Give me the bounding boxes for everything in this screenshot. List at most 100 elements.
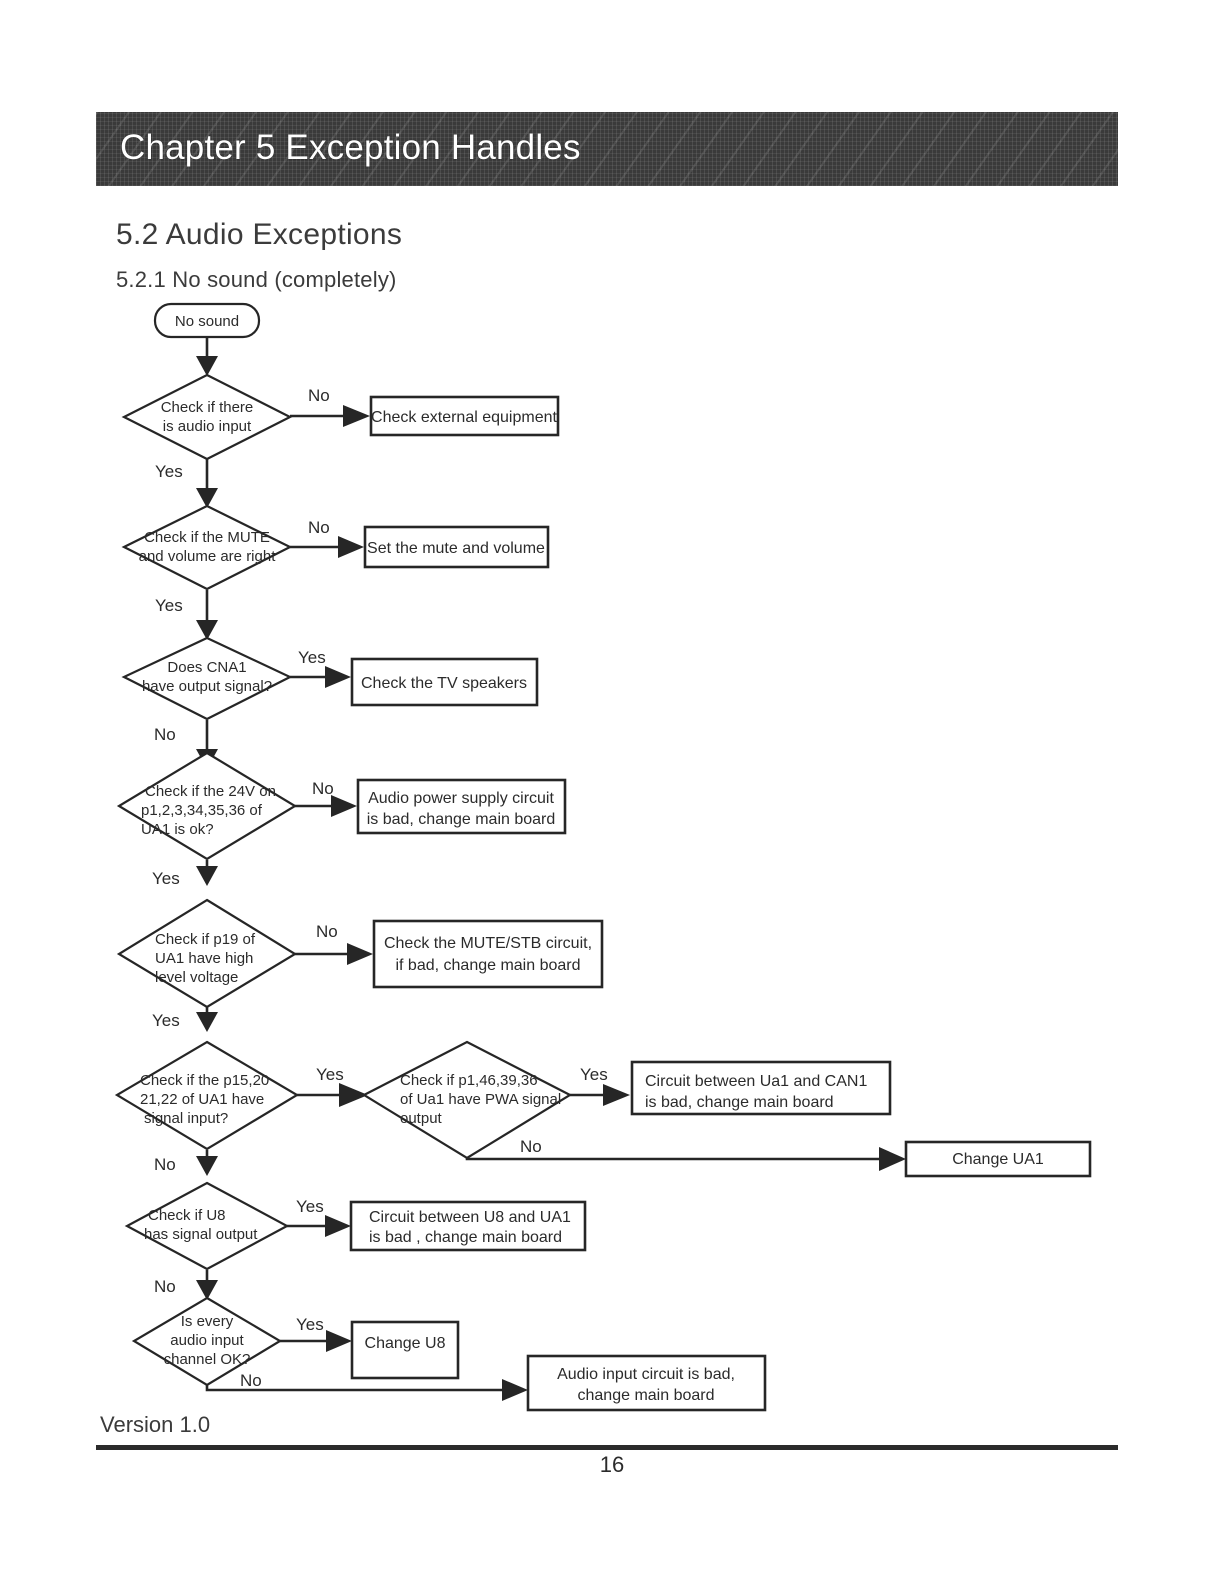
flow-start-node[interactable]: No sound (153, 302, 261, 339)
arrowhead-d8-yes (325, 1215, 351, 1237)
outcome-shape-b1 (369, 395, 560, 437)
outcome-label-b2: Set the mute and volume (367, 540, 545, 557)
outcome-label-b4-line2: is bad, change main board (367, 811, 556, 828)
decision-label-d7-line2: of Ua1 have PWA signal (400, 1091, 561, 1108)
outcome-shape-b5 (372, 919, 604, 989)
decision-label-d9-line1: Is every (181, 1313, 234, 1330)
edge-label-d6-no: No (154, 1155, 176, 1174)
outcome-shape-b9 (350, 1320, 460, 1380)
arrowhead-d4-no (331, 795, 357, 817)
decision-label-d6-line1: Check if the p15,20 (140, 1072, 269, 1089)
outcome-label-b3: Check the TV speakers (361, 675, 527, 692)
outcome-box-check-mute-stb-circuit[interactable]: Check the MUTE/STB circuit, if bad, chan… (372, 919, 604, 989)
arrowhead-d9-yes (326, 1330, 352, 1352)
arrowhead-d2-yes (196, 620, 218, 640)
decision-node-check-pwa-signal-output[interactable]: Check if p1,46,39,36 of Ua1 have PWA sig… (361, 1040, 573, 1160)
decision-node-cna1-output-signal[interactable]: Does CNA1 have output signal? (121, 636, 293, 721)
decision-node-check-p15-signal-input[interactable]: Check if the p15,20 21,22 of UA1 have si… (114, 1040, 300, 1151)
start-node-label: No sound (175, 313, 239, 330)
decision-label-d4-line3: UA1 is ok? (141, 821, 214, 838)
decision-shape-d1 (121, 373, 293, 461)
start-node-shape (153, 302, 261, 339)
arrowhead-d1-no (343, 405, 370, 427)
arrowhead-d1-yes (196, 488, 218, 508)
decision-label-d8-line1: Check if U8 (148, 1207, 226, 1224)
edge-label-d1-no: No (308, 386, 330, 405)
edge-label-d7-no: No (520, 1137, 542, 1156)
decision-label-d3-line2: have output signal? (142, 678, 272, 695)
outcome-label-b5-line2: if bad, change main board (395, 957, 580, 974)
decision-shape-d8 (124, 1181, 290, 1271)
decision-label-d4-line1: Check if the 24V on (145, 783, 276, 800)
outcome-box-set-mute-volume[interactable]: Set the mute and volume (363, 525, 550, 569)
decision-node-check-p19-level[interactable]: Check if p19 of UA1 have high level volt… (116, 898, 298, 1009)
outcome-box-change-ua1[interactable]: Change UA1 (904, 1140, 1092, 1178)
edge-label-d2-no: No (308, 518, 330, 537)
decision-node-every-audio-channel-ok[interactable]: Is every audio input channel OK? (131, 1296, 283, 1387)
decision-node-check-audio-input[interactable]: Check if there is audio input (121, 373, 293, 461)
edge-d9-no (205, 1385, 507, 1392)
outcome-label-b6-line2: is bad, change main board (645, 1094, 834, 1111)
outcome-label-b7: Change UA1 (952, 1151, 1044, 1168)
edge-label-d9-no: No (240, 1371, 262, 1390)
outcome-label-b6-line1: Circuit between Ua1 and CAN1 (645, 1073, 867, 1090)
arrowhead-start-to-d1 (196, 356, 218, 376)
outcome-shape-b8 (349, 1200, 587, 1252)
decision-shape-d9 (131, 1296, 283, 1387)
decision-node-check-24v[interactable]: Check if the 24V on p1,2,3,34,35,36 of U… (116, 751, 298, 861)
edge-label-d5-yes: Yes (152, 1011, 180, 1030)
outcome-label-b9: Change U8 (365, 1335, 446, 1352)
outcome-box-circuit-ua1-can1-bad[interactable]: Circuit between Ua1 and CAN1 is bad, cha… (630, 1060, 892, 1116)
decision-label-d3-line1: Does CNA1 (167, 659, 246, 676)
outcome-shape-b4 (356, 778, 567, 835)
outcome-label-b10-line2: change main board (578, 1387, 715, 1404)
outcome-box-change-u8[interactable]: Change U8 (350, 1320, 460, 1380)
decision-label-d1-line1: Check if there (161, 399, 254, 416)
edge-label-d2-yes: Yes (155, 596, 183, 615)
outcome-box-audio-input-circuit-bad[interactable]: Audio input circuit is bad, change main … (526, 1354, 767, 1412)
decision-node-check-u8-signal-output[interactable]: Check if U8 has signal output (124, 1181, 290, 1271)
outcome-box-check-external-equipment[interactable]: Check external equipment (369, 395, 560, 437)
arrowhead-d9-no (502, 1379, 528, 1401)
decision-label-d4-line2: p1,2,3,34,35,36 of (141, 802, 263, 819)
arrowhead-d3-yes (325, 666, 351, 688)
decision-node-check-mute-volume[interactable]: Check if the MUTE and volume are right (121, 504, 293, 591)
version-label: Version 1.0 (100, 1412, 211, 1437)
decision-label-d2-line1: Check if the MUTE (144, 529, 270, 546)
decision-shape-d5 (116, 898, 298, 1009)
subsection-title: 5.2.1 No sound (completely) (116, 267, 397, 292)
arrowhead-d5-no (347, 943, 373, 965)
decision-label-d7-line3: output (400, 1110, 443, 1127)
chapter-title: Chapter 5 Exception Handles (120, 128, 581, 167)
decision-label-d5-line1: Check if p19 of (155, 931, 256, 948)
outcome-box-circuit-u8-ua1-bad[interactable]: Circuit between U8 and UA1 is bad , chan… (349, 1200, 587, 1252)
edge-label-d9-yes: Yes (296, 1315, 324, 1334)
decision-label-d7-line1: Check if p1,46,39,36 (400, 1072, 538, 1089)
decision-label-d5-line3: level voltage (155, 969, 238, 986)
edge-label-d6-yes: Yes (316, 1065, 344, 1084)
outcome-shape-b10 (526, 1354, 767, 1412)
edge-label-d4-no: No (312, 779, 334, 798)
decision-label-d5-line2: UA1 have high (155, 950, 253, 967)
arrowhead-d6-yes (339, 1083, 368, 1107)
decision-label-d8-line2: has signal output (144, 1226, 258, 1243)
decision-shape-d2 (121, 504, 293, 591)
arrowhead-d7-no (879, 1147, 906, 1171)
outcome-shape-b3 (350, 657, 539, 707)
arrowhead-d4-yes (196, 866, 218, 886)
edge-label-d4-yes: Yes (152, 869, 180, 888)
outcome-shape-b2 (363, 525, 550, 569)
decision-shape-d3 (121, 636, 293, 721)
arrowhead-d5-yes (196, 1012, 218, 1032)
arrowhead-d6-no (196, 1156, 218, 1176)
outcome-box-audio-power-supply-bad[interactable]: Audio power supply circuit is bad, chang… (356, 778, 567, 835)
section-title: 5.2 Audio Exceptions (116, 218, 403, 251)
decision-label-d6-line2: 21,22 of UA1 have (140, 1091, 264, 1108)
outcome-label-b8-line1: Circuit between U8 and UA1 (369, 1209, 571, 1226)
edge-label-d1-yes: Yes (155, 462, 183, 481)
edge-label-d3-no: No (154, 725, 176, 744)
chapter-header-band: Chapter 5 Exception Handles (96, 112, 1118, 186)
outcome-box-check-tv-speakers[interactable]: Check the TV speakers (350, 657, 539, 707)
